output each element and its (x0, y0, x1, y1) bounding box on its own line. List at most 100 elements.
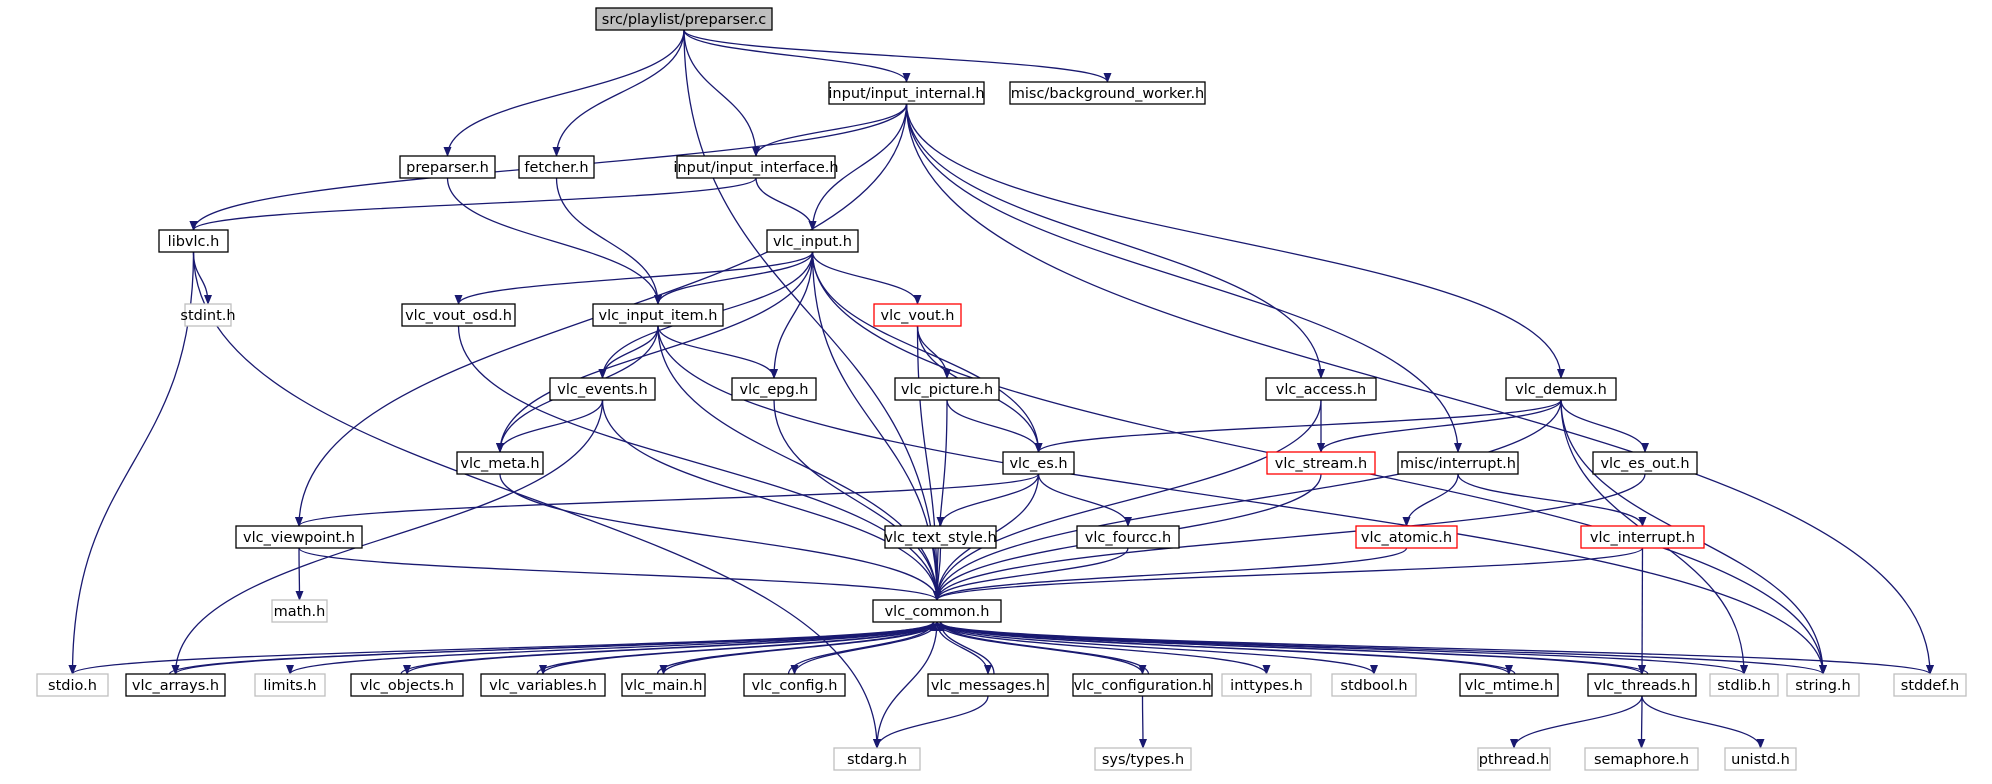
node-vlc-viewpoint[interactable]: vlc_viewpoint.h (235, 525, 363, 549)
node-fetcher-h[interactable]: fetcher.h (518, 155, 595, 179)
node-label: src/playlist/preparser.c (602, 12, 766, 28)
edge-vlc_es-to-vlc_fourcc (1037, 473, 1132, 527)
edge-libvlc-to-stdio (68, 251, 195, 675)
node-vlc-events[interactable]: vlc_events.h (549, 377, 656, 401)
node-stdint: stdint.h (180, 303, 236, 327)
node-box (1584, 747, 1699, 771)
node-label: vlc_input_item.h (599, 308, 718, 324)
edge-vlc_atomic-to-vlc_common (933, 547, 1408, 601)
node-label: vlc_objects.h (360, 678, 454, 694)
node-vlc-main[interactable]: vlc_main.h (621, 673, 706, 697)
node-vlc-stream[interactable]: vlc_stream.h (1266, 451, 1376, 475)
node-vlc-picture[interactable]: vlc_picture.h (894, 377, 1000, 401)
node-box (1265, 377, 1377, 401)
node-vlc-config[interactable]: vlc_config.h (743, 673, 846, 697)
edge-vlc_vout-to-vlc_common (916, 325, 941, 601)
edge-vlc_meta-to-vlc_common (499, 473, 941, 601)
node-vlc-access[interactable]: vlc_access.h (1265, 377, 1377, 401)
edge-vlc_threads-to-semaphore (1637, 695, 1646, 749)
edge-input_internal-to-vlc_access (905, 103, 1325, 379)
node-box (1786, 673, 1860, 697)
node-label: vlc_fourcc.h (1085, 530, 1171, 546)
node-label: vlc_variables.h (489, 678, 597, 694)
node-box (235, 525, 363, 549)
edge-misc_interrupt-to-vlc_interrupt (1457, 473, 1647, 527)
node-libvlc[interactable]: libvlc.h (158, 229, 229, 253)
node-vlc-objects[interactable]: vlc_objects.h (350, 673, 464, 697)
node-background-worker[interactable]: misc/background_worker.h (1009, 81, 1206, 105)
node-label: vlc_text_style.h (884, 530, 996, 546)
edge-vlc_es_out-to-vlc_common (933, 473, 1646, 601)
node-box (1076, 525, 1180, 549)
node-box (1009, 81, 1206, 105)
node-box (1724, 747, 1797, 771)
node-input-interface[interactable]: input/input_interface.h (673, 155, 839, 179)
node-pthread: pthread.h (1477, 747, 1551, 771)
edge-vlc_common-to-stdarg (873, 621, 938, 749)
node-preparser-h[interactable]: preparser.h (399, 155, 496, 179)
node-root[interactable]: src/playlist/preparser.c (595, 7, 773, 31)
edge-vlc_demux-to-vlc_es (1034, 399, 1562, 453)
edge-vlc_arrays-to-vlc_common (168, 621, 938, 675)
node-label: string.h (1795, 678, 1850, 694)
node-vlc-es[interactable]: vlc_es.h (1002, 451, 1075, 475)
node-stdlib: stdlib.h (1709, 673, 1779, 697)
node-label: vlc_messages.h (931, 678, 1045, 694)
node-vlc-es-out[interactable]: vlc_es_out.h (1592, 451, 1698, 475)
node-vlc-input-item[interactable]: vlc_input_item.h (592, 303, 724, 327)
node-vlc-demux[interactable]: vlc_demux.h (1505, 377, 1617, 401)
node-vlc-common[interactable]: vlc_common.h (872, 599, 1002, 623)
node-label: vlc_common.h (885, 604, 990, 620)
edge-misc_interrupt-to-vlc_atomic (1402, 473, 1459, 527)
edge-preparser_h-to-vlc_input_item (446, 177, 662, 305)
node-vlc-arrays[interactable]: vlc_arrays.h (125, 673, 226, 697)
node-misc-interrupt[interactable]: misc/interrupt.h (1397, 451, 1519, 475)
node-stdarg: stdarg.h (833, 747, 921, 771)
node-vlc-meta[interactable]: vlc_meta.h (456, 451, 544, 475)
node-label: vlc_threads.h (1594, 678, 1691, 694)
node-label: stddef.h (1901, 678, 1959, 694)
edge-vlc_input-to-vlc_input_item (654, 251, 814, 305)
node-box (1002, 451, 1075, 475)
node-vlc-variables[interactable]: vlc_variables.h (480, 673, 606, 697)
edge-vlc_events-to-vlc_arrays (171, 399, 604, 675)
node-box (731, 377, 817, 401)
node-label: pthread.h (1479, 752, 1550, 768)
edge-vlc_vout-to-vlc_picture (916, 325, 951, 379)
node-label: vlc_viewpoint.h (243, 530, 355, 546)
node-box (1587, 673, 1697, 697)
node-label: vlc_input.h (773, 234, 852, 250)
node-vlc-configuration[interactable]: vlc_configuration.h (1072, 673, 1213, 697)
edge-vlc_access-to-vlc_common (933, 399, 1322, 601)
node-box (676, 155, 836, 179)
node-box (254, 673, 326, 697)
edge-fetcher_h-to-vlc_input_item (555, 177, 662, 305)
node-box (828, 81, 985, 105)
node-box (1477, 747, 1551, 771)
node-vlc-fourcc[interactable]: vlc_fourcc.h (1076, 525, 1180, 549)
edge-vlc_config-to-vlc_common (787, 621, 938, 675)
edge-vlc_threads-to-vlc_common (936, 621, 1649, 675)
node-input-internal[interactable]: input/input_internal.h (828, 81, 985, 105)
node-vlc-vout[interactable]: vlc_vout.h (873, 303, 962, 327)
node-vlc-text-style[interactable]: vlc_text_style.h (884, 525, 997, 549)
node-stdbool: stdbool.h (1331, 673, 1417, 697)
node-label: vlc_vout.h (881, 308, 955, 324)
node-vlc-messages[interactable]: vlc_messages.h (927, 673, 1049, 697)
node-vlc-epg[interactable]: vlc_epg.h (731, 377, 817, 401)
node-label: vlc_config.h (751, 678, 837, 694)
node-label: semaphore.h (1594, 752, 1689, 768)
node-label: math.h (274, 604, 326, 620)
node-vlc-input[interactable]: vlc_input.h (766, 229, 859, 253)
edge-vlc_viewpoint-to-vlc_common (298, 547, 941, 601)
node-box (833, 747, 921, 771)
node-vlc-vout-osd[interactable]: vlc_vout_osd.h (401, 303, 516, 327)
node-vlc-mtime[interactable]: vlc_mtime.h (1459, 673, 1559, 697)
node-vlc-atomic[interactable]: vlc_atomic.h (1355, 525, 1458, 549)
node-label: libvlc.h (168, 234, 220, 250)
node-vlc-threads[interactable]: vlc_threads.h (1587, 673, 1697, 697)
node-label: vlc_stream.h (1275, 456, 1367, 472)
node-vlc-interrupt[interactable]: vlc_interrupt.h (1580, 525, 1705, 549)
node-math-h: math.h (271, 599, 328, 623)
node-box (549, 377, 656, 401)
